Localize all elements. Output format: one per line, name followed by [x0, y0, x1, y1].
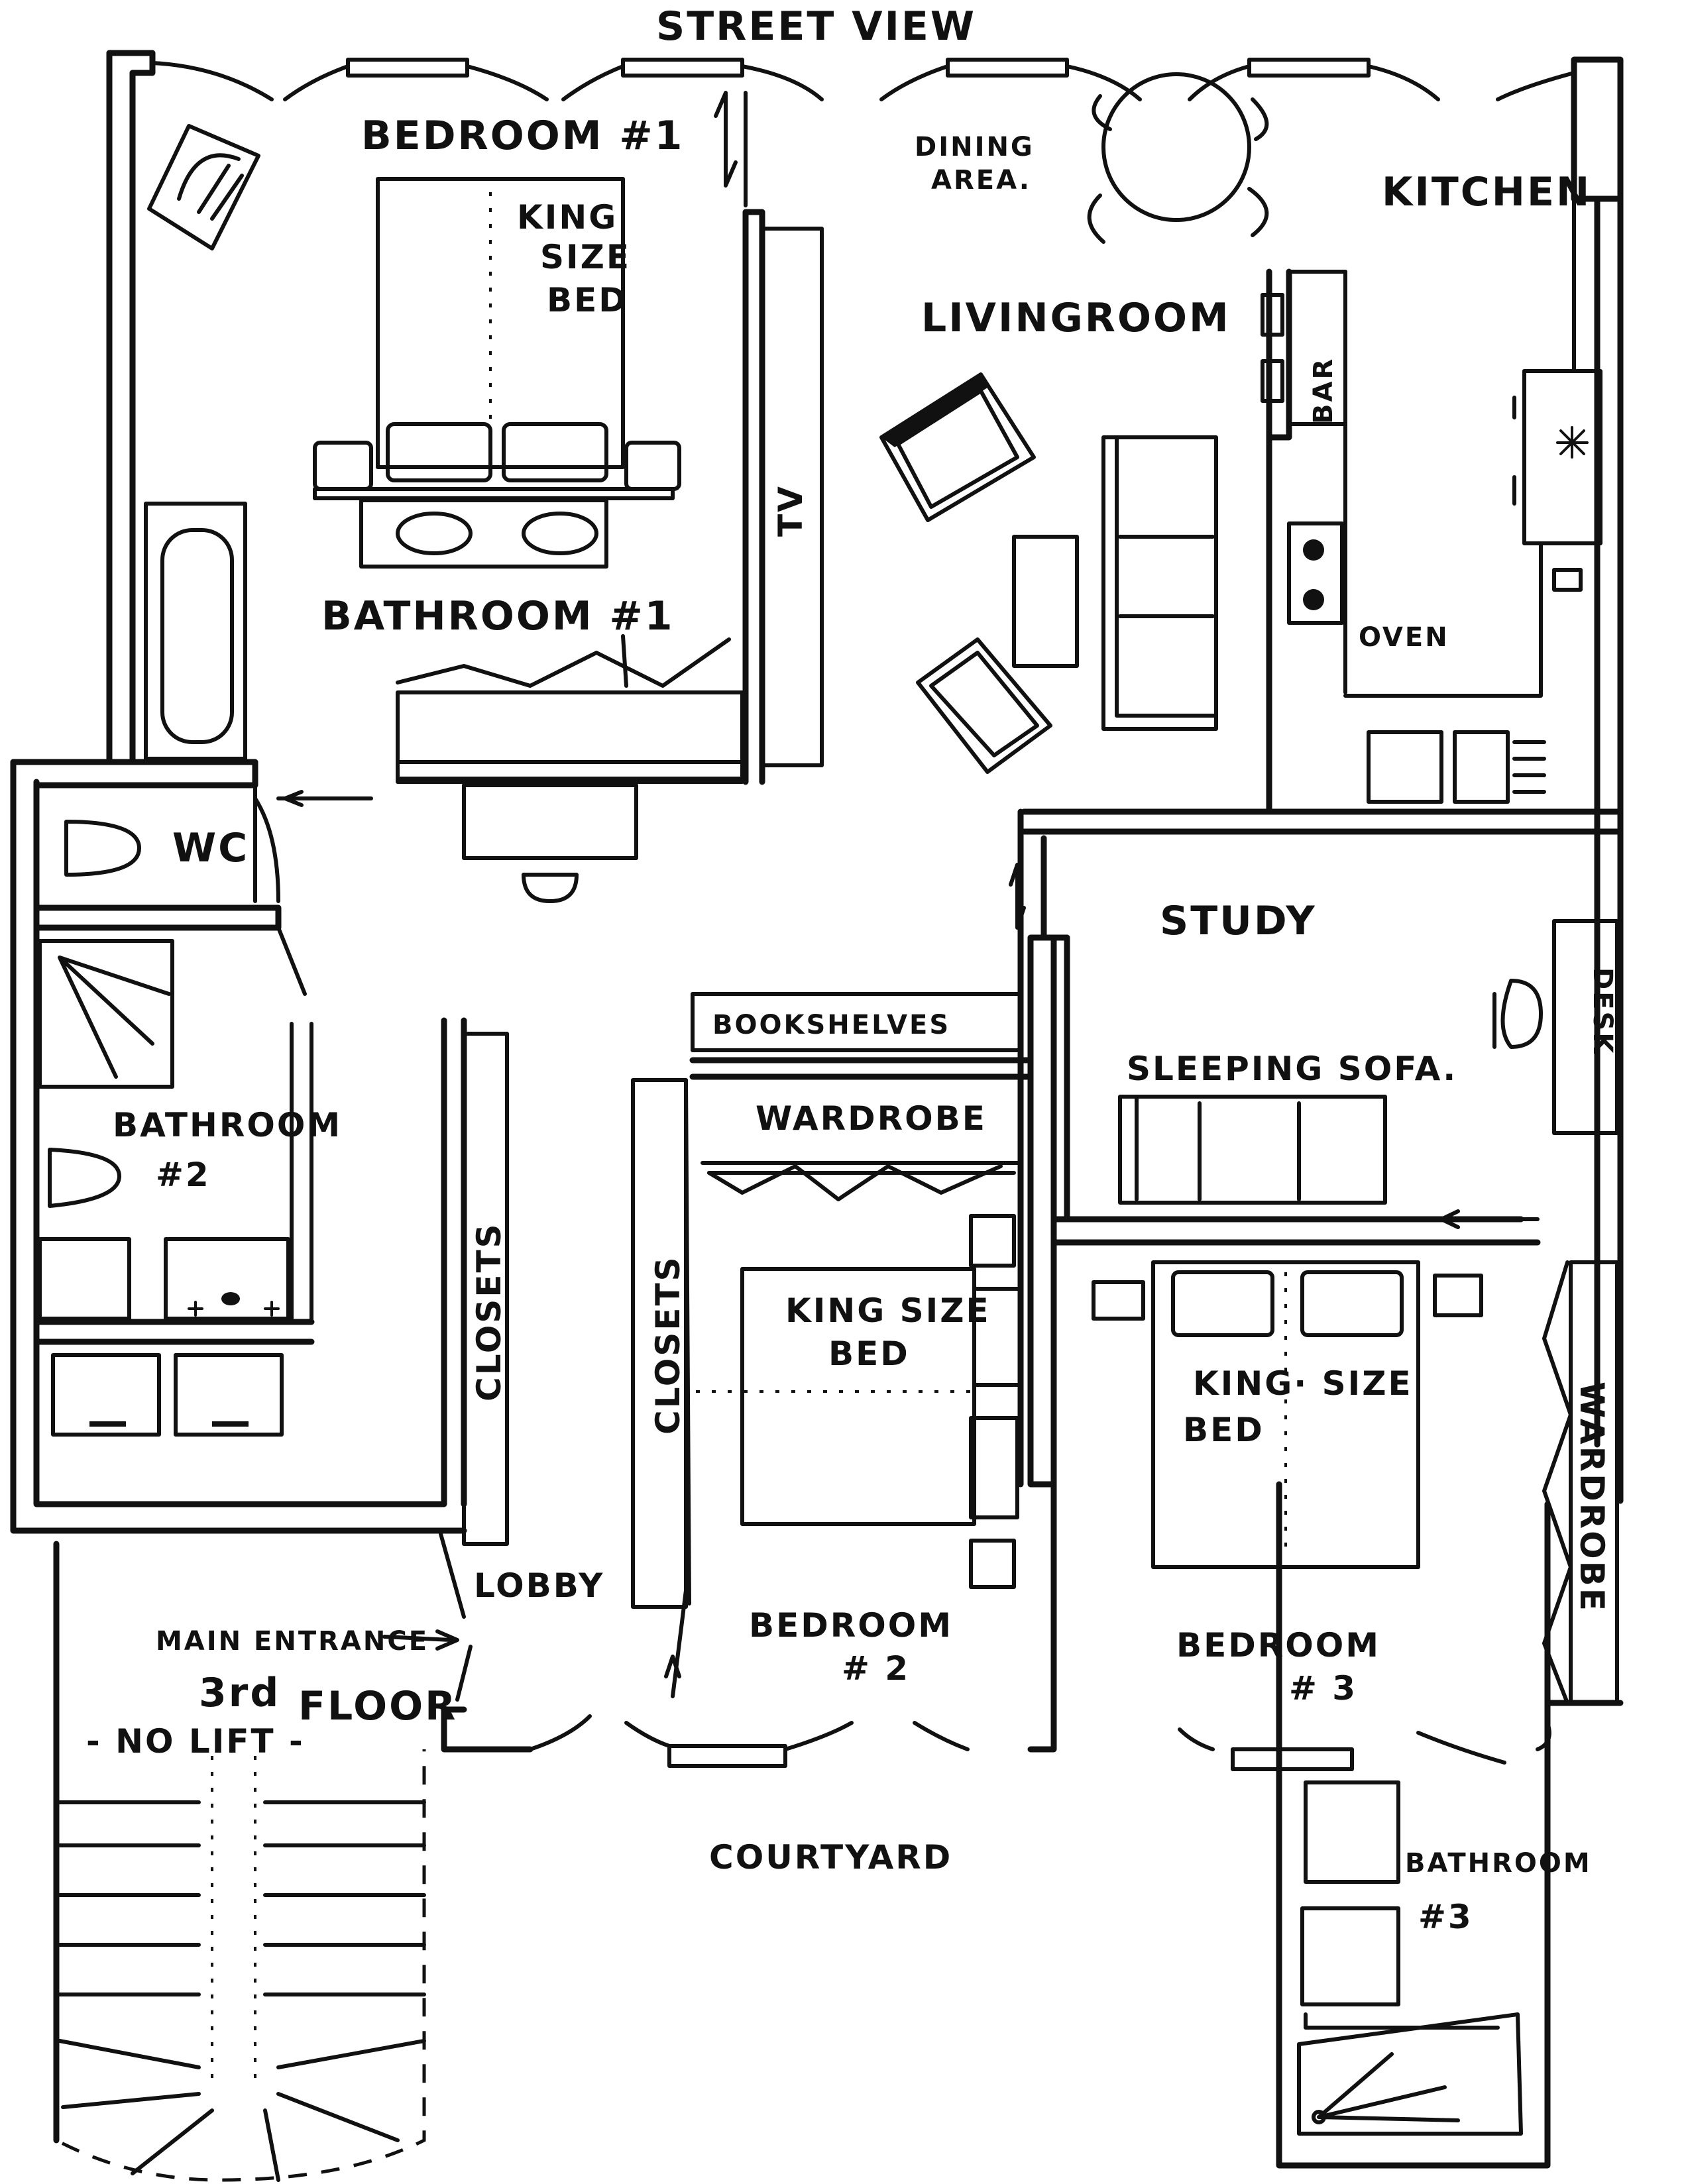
bedroom-3-label-line2: # 3: [1289, 1669, 1357, 1708]
bathroom-2-label-line1: BATHROOM: [113, 1106, 342, 1144]
courtyard-windows: [528, 1714, 1551, 1771]
tv-label: TV: [771, 484, 810, 537]
bathroom-3-label-line1: BATHROOM: [1405, 1848, 1592, 1879]
dining-label-line1: DINING: [915, 132, 1035, 162]
bedroom-2-label-line1: BEDROOM: [749, 1606, 953, 1645]
kitchen-label: KITCHEN: [1382, 169, 1591, 215]
courtyard-label: COURTYARD: [709, 1838, 952, 1877]
closets-left-label: CLOSETS: [470, 1222, 508, 1401]
street-view-label: STREET VIEW: [656, 3, 976, 50]
king-bed-2-line2: BED: [828, 1335, 910, 1373]
study-label: STUDY: [1160, 898, 1317, 944]
third-floor-label-line2: FLOOR: [298, 1683, 457, 1729]
bedroom-3-label-line1: BEDROOM: [1176, 1626, 1380, 1665]
no-lift-label: - NO LIFT -: [86, 1722, 305, 1761]
wardrobe-right-label: WARDROBE: [1573, 1382, 1611, 1613]
king-bed-2-line1: KING SIZE: [785, 1291, 991, 1330]
king-bed-3-line1: KING· SIZE: [1193, 1364, 1413, 1403]
king-bed-3-line2: BED: [1183, 1411, 1264, 1449]
wardrobe-label: WARDROBE: [756, 1099, 987, 1138]
king-bed-1-line2: SIZE: [540, 238, 631, 276]
dining-kitchen: [1021, 72, 1624, 835]
street-windows: [150, 58, 1576, 101]
closets-mid-label: CLOSETS: [649, 1255, 687, 1435]
bathroom-1: [144, 498, 744, 903]
left-closets-lobby: [382, 1017, 534, 1753]
study: [1040, 835, 1619, 1229]
dining-label-line2: AREA.: [931, 165, 1031, 195]
king-bed-1-line3: BED: [547, 281, 628, 319]
bathroom-3: [1297, 1780, 1523, 2136]
outer-walls: [10, 50, 1624, 2169]
livingroom-label: LIVINGROOM: [921, 295, 1231, 341]
wc-bathroom-2: [33, 783, 373, 1437]
staircase: [54, 1749, 426, 2182]
bar-label: BAR: [1308, 357, 1339, 424]
bedroom-3: [1027, 1239, 1624, 1753]
bedroom-1-label: BEDROOM #1: [361, 113, 684, 159]
bathroom-1-label: BATHROOM #1: [321, 593, 674, 639]
desk-label: DESK: [1587, 967, 1618, 1055]
bookshelves-label: BOOKSHELVES: [712, 1010, 950, 1040]
king-bed-1-line1: KING: [517, 198, 618, 237]
lobby-label: LOBBY: [474, 1566, 604, 1605]
oven-label: OVEN: [1359, 622, 1449, 653]
bathroom-2-label-line2: #2: [156, 1156, 211, 1194]
bedroom-1: [147, 91, 824, 785]
bedroom-2-label-line2: # 2: [842, 1649, 910, 1688]
third-floor-label-line1: 3rd: [199, 1670, 280, 1716]
living-room: [879, 372, 1218, 774]
sleeping-sofa-label: SLEEPING SOFA.: [1127, 1050, 1457, 1088]
bathroom-3-label-line2: #3: [1418, 1898, 1473, 1936]
main-entrance-label: MAIN ENTRANCE: [156, 1626, 429, 1657]
wc-label: WC: [172, 825, 249, 871]
bedroom-2: [631, 808, 1541, 1698]
